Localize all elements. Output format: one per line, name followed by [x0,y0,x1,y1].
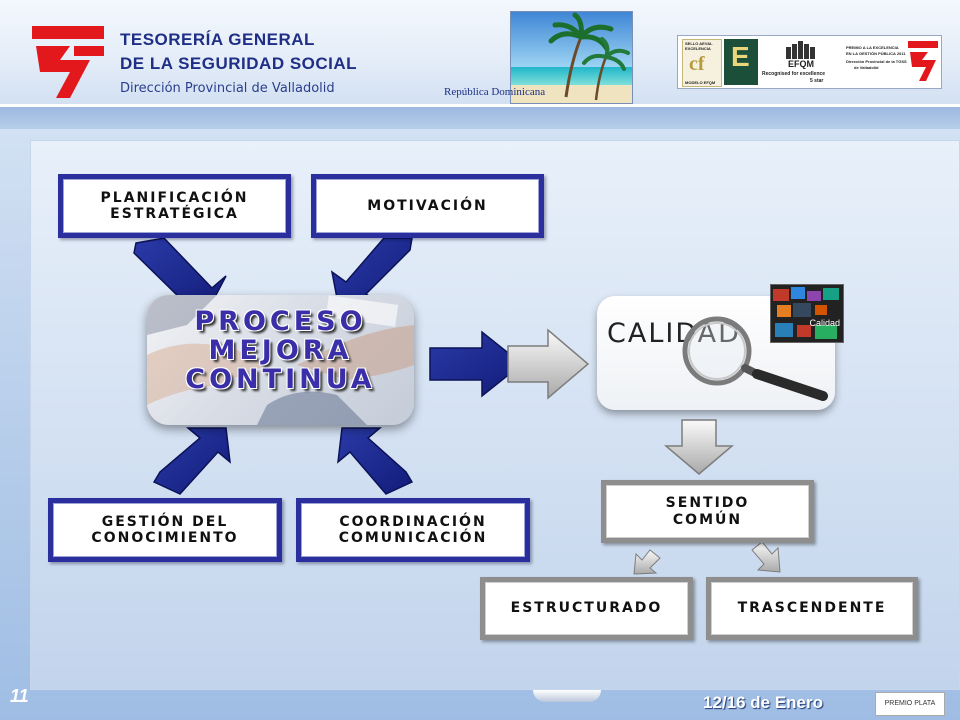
org-name-line1: TESORERÍA GENERAL [120,30,315,49]
premio-line4: de Valladolid [854,65,879,70]
efqm-line2: 5 star [810,78,824,84]
box-calidad: CALIDAD [597,296,835,410]
footer-pill [533,690,601,702]
event-date: 12/16 de Enero [703,693,824,712]
box-gestion: GESTIÓN DEL CONOCIMIENTO [48,498,282,562]
label-trascendente: TRASCENDENTE [737,600,887,617]
tgss-logo-icon [32,26,104,98]
label-sentido: SENTIDO COMÚN [665,495,750,528]
label-planificacion: PLANIFICACIÓN ESTRATÉGICA [100,189,249,222]
calidad-collage-icon [773,287,839,339]
label-estructurado: ESTRUCTURADO [510,600,663,617]
arrow-gestion-icon [152,427,231,495]
e-badge: E [724,39,758,85]
aeval-seal: SELLO AEVAL EXCELENCIA cf MODELO EFQM [682,39,722,87]
org-subtitle: Dirección Provincial de Valladolid [120,81,335,96]
e-letter: E [731,41,750,72]
efqm-logo: EFQM [788,59,814,69]
premio-line2: EN LA GESTIÓN PÚBLICA 2011 [846,51,906,56]
efqm-stars-icon [786,41,815,59]
org-name-line2: DE LA SEGURIDAD SOCIAL [120,54,358,73]
slide-number: 11 [10,686,29,706]
box-estructurado: ESTRUCTURADO [480,577,693,640]
arrow-coordinacion-icon [337,427,414,495]
efqm-badge: EFQM Recognised for excellence 5 star [762,39,832,85]
seal-logo: cf [689,53,705,75]
arrow-down-left-icon [633,549,661,575]
seal-line1: SELLO AEVAL [685,41,713,46]
box-coordinacion: COORDINACIÓN COMUNICACIÓN [296,498,530,562]
label-proceso: PROCESO MEJORA CONTINUA [185,306,376,395]
efqm-line1: Recognised for excellence [762,71,826,77]
seal-model: MODELO EFQM [685,80,716,85]
arrow-right-blue-icon [429,330,524,398]
box-trascendente: TRASCENDENTE [706,577,918,640]
label-gestion: GESTIÓN DEL CONOCIMIENTO [91,513,239,546]
premio-line3: Dirección Provincial de la TGSS [846,59,907,64]
header-divider [0,104,960,107]
label-motivacion: MOTIVACIÓN [367,197,488,214]
beach-photo [510,11,633,104]
box-planificacion: PLANIFICACIÓN ESTRATÉGICA [58,174,291,238]
label-coordinacion: COORDINACIÓN COMUNICACIÓN [338,513,488,546]
premio-logo-icon [908,41,938,81]
premio-line1: PREMIO A LA EXCELENCIA [846,45,899,50]
arrow-down-right-icon [751,541,781,573]
excellence-badges: SELLO AEVAL EXCELENCIA cf MODELO EFQM E … [677,35,942,89]
hands-teamwork-icon [147,295,414,425]
arrow-right-grey-icon [507,328,590,400]
premio-plata-badge: PREMIO PLATA [875,692,945,716]
country-label: República Dominicana [444,86,546,98]
premio-badge: PREMIO A LA EXCELENCIA EN LA GESTIÓN PÚB… [836,39,938,85]
calidad-thumb-label: Calidad [809,318,840,328]
header-band [0,107,960,129]
magnifier-icon [682,316,828,401]
box-proceso-mejora: PROCESO MEJORA CONTINUA [147,295,414,425]
arrow-down-grey-icon [663,419,735,475]
calidad-thumbnail: Calidad [770,284,844,343]
seal-line2: EXCELENCIA [685,46,711,51]
box-motivacion: MOTIVACIÓN [311,174,544,238]
box-sentido-comun: SENTIDO COMÚN [601,480,814,543]
palm-beach-icon [511,12,632,103]
